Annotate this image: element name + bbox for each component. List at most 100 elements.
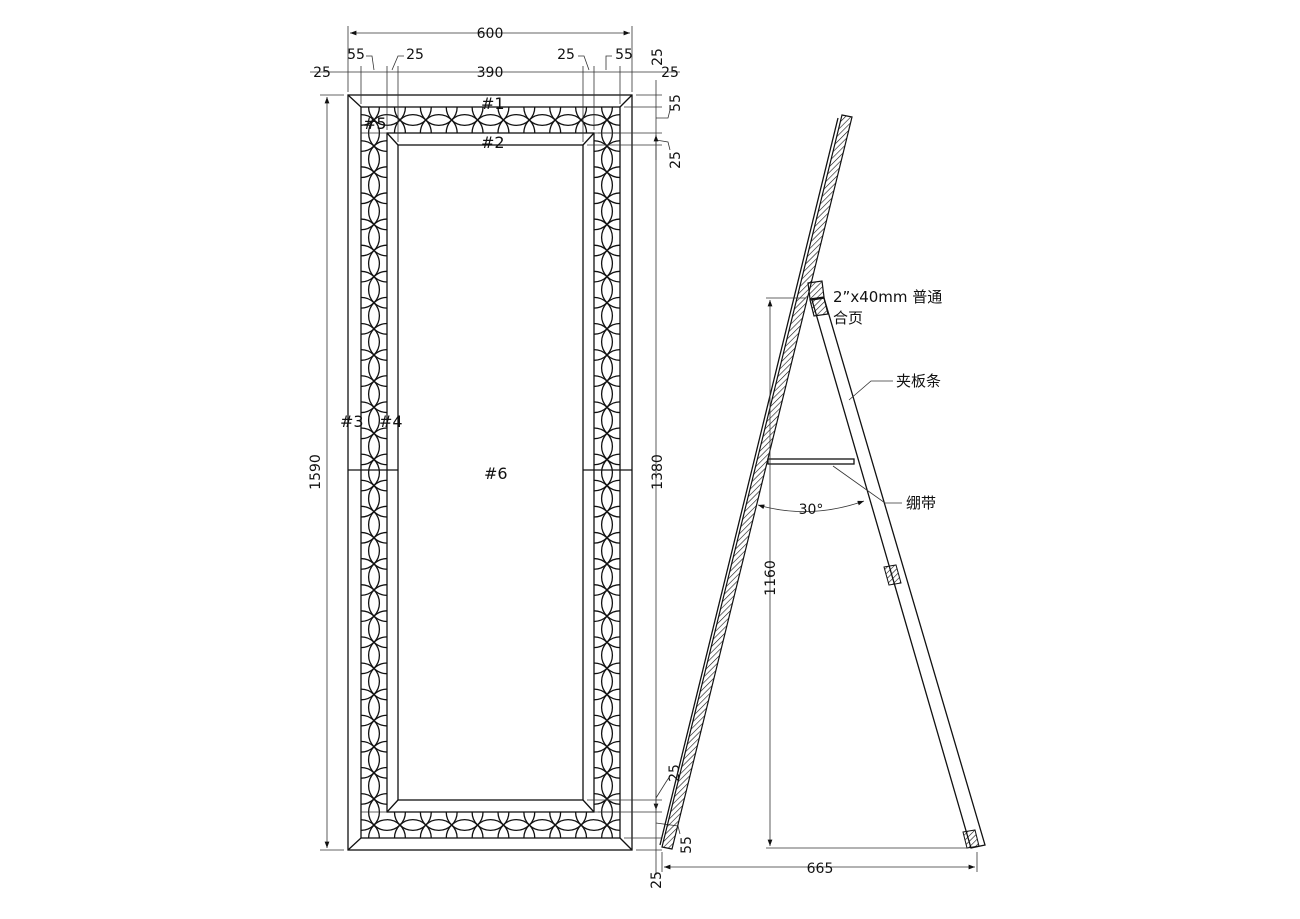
- petal-arc: [367, 453, 387, 492]
- dim-bottom-band: 55: [679, 836, 695, 854]
- petal-arc: [361, 714, 381, 753]
- hinge-label: 2”x40mm 普通: [833, 288, 942, 306]
- dim-right-band: 55: [615, 47, 633, 63]
- petal-arc: [419, 107, 458, 127]
- petal-arc: [594, 557, 614, 597]
- petal-arc: [471, 812, 510, 832]
- petal-arc: [600, 505, 620, 544]
- petal-arc: [367, 192, 387, 231]
- petal-arc: [361, 218, 381, 257]
- side-view: 30° 1160 665 2”x40mm 普通 合页 夹板条 绷带: [659, 114, 986, 877]
- petal-arc: [393, 812, 432, 832]
- petal-arc: [600, 427, 620, 466]
- petal-arc: [367, 218, 387, 257]
- petal-arc: [523, 812, 562, 832]
- leg-cross-section: [883, 564, 902, 586]
- petal-arc: [367, 714, 387, 753]
- petal-arc: [361, 322, 381, 361]
- petal-arc: [600, 688, 620, 727]
- petal-arc: [367, 244, 387, 283]
- dim-right-inner: 25: [557, 47, 575, 63]
- petal-arc: [361, 453, 381, 492]
- petal-arc: [367, 531, 387, 570]
- petal-arc: [367, 584, 387, 623]
- leg-label: 夹板条: [896, 372, 941, 390]
- dim-base-depth: 665: [807, 861, 834, 877]
- petal-arc: [594, 714, 614, 753]
- dim-hinge-height: 1160: [763, 560, 779, 596]
- petal-arc: [549, 812, 588, 832]
- petal-arc: [419, 113, 458, 133]
- petal-arc: [367, 505, 387, 544]
- front-view: #1 #2 #5 #3 #4 #6 600 2: [308, 26, 695, 889]
- mirror-opening: [397, 144, 584, 801]
- petal-arc: [594, 192, 614, 231]
- petal-arc: [594, 218, 614, 257]
- petal-arc: [393, 107, 432, 127]
- dim-top-inner: 25: [668, 151, 684, 169]
- petal-arc: [600, 766, 620, 805]
- leg-foot-section: [962, 829, 980, 849]
- petal-arc: [367, 270, 387, 309]
- petal-arc: [594, 270, 614, 309]
- dim-right-edge: 25: [661, 65, 679, 81]
- petal-arc: [367, 427, 387, 466]
- petal-arc: [361, 505, 381, 544]
- petal-arc: [471, 818, 510, 838]
- petal-arc: [594, 453, 614, 492]
- hinge-label-2: 合页: [833, 309, 863, 327]
- petal-arc: [361, 427, 381, 466]
- petal-arc: [600, 610, 620, 649]
- petal-arc: [361, 610, 381, 649]
- petal-arc: [361, 584, 381, 623]
- petal-arc: [419, 812, 458, 832]
- strap: [767, 458, 855, 465]
- petal-arc: [600, 375, 620, 414]
- petal-arc: [600, 584, 620, 623]
- petal-arc: [361, 166, 381, 205]
- petal-arc: [594, 375, 614, 414]
- petal-arc: [600, 166, 620, 205]
- petal-arc: [361, 244, 381, 283]
- petal-arc: [361, 192, 381, 231]
- petal-arc: [497, 818, 536, 838]
- petal-arc: [367, 766, 387, 805]
- petal-arc: [445, 818, 484, 838]
- petal-arc: [594, 427, 614, 466]
- petal-arc: [361, 766, 381, 805]
- petal-arc: [600, 401, 620, 440]
- petal-arc: [600, 453, 620, 492]
- petal-arc: [361, 740, 381, 779]
- petal-arc: [361, 296, 381, 335]
- petal-arc: [367, 688, 387, 727]
- petal-arc: [367, 610, 387, 649]
- petal-arc: [549, 113, 588, 133]
- band-inner-edge: [386, 132, 595, 813]
- label-part-3: #3: [340, 412, 364, 431]
- angle-label: 30°: [799, 502, 824, 518]
- dim-overall-width: 600: [477, 26, 504, 42]
- dim-left-edge: 25: [313, 65, 331, 81]
- petal-arc: [594, 244, 614, 283]
- petal-arc: [367, 166, 387, 205]
- petal-arc: [393, 113, 432, 133]
- petal-arc: [594, 584, 614, 623]
- petal-arc: [549, 818, 588, 838]
- petal-arc: [594, 401, 614, 440]
- petal-arc: [600, 819, 620, 838]
- petal-arc: [600, 296, 620, 335]
- petal-arc: [471, 113, 510, 133]
- petal-arc: [361, 531, 381, 570]
- petal-arc: [600, 244, 620, 283]
- petal-arc: [594, 740, 614, 779]
- petal-arc: [367, 296, 387, 335]
- petal-arc: [594, 636, 614, 675]
- dim-right-edge-top: 25: [650, 48, 666, 66]
- dim-opening-height: 1380: [650, 454, 666, 490]
- petal-arc: [600, 270, 620, 309]
- petal-arc: [600, 218, 620, 257]
- petal-arc: [497, 812, 536, 832]
- petal-arc: [600, 714, 620, 753]
- petal-arc: [367, 375, 387, 414]
